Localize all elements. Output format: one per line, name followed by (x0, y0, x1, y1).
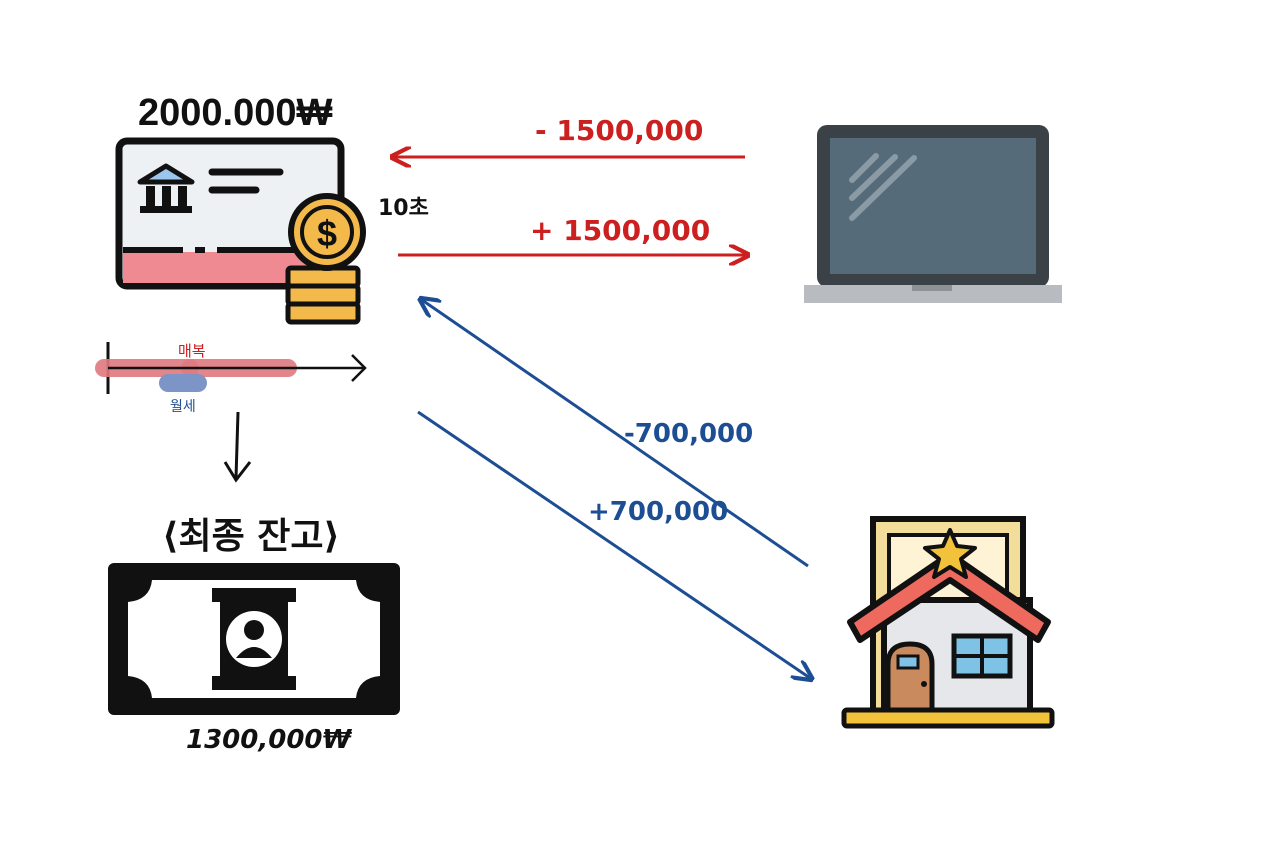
flow-laptop-out: - 1500,000 (535, 114, 703, 147)
timeline (95, 342, 367, 394)
svg-text:$: $ (317, 213, 337, 254)
flow-laptop-in: + 1500,000 (530, 214, 710, 247)
house-icon (841, 516, 1055, 729)
flow-house-out: -700,000 (624, 419, 753, 449)
laptop-icon (804, 125, 1062, 303)
timeline-blue-label: 월세 (170, 399, 196, 415)
arrow-house-to-card (422, 300, 809, 568)
arrow-card-to-house (417, 410, 810, 678)
coin-stack-icon: $ (285, 193, 366, 325)
flow-house-in: +700,000 (588, 497, 728, 527)
final-balance-amount: 1300,000₩ (186, 725, 353, 755)
time-label: 10초 (378, 196, 429, 221)
timeline-red-label: 매복 (178, 342, 206, 360)
banknote-icon (108, 563, 400, 715)
final-balance-title: ⟨최종 잔고⟩ (162, 516, 340, 557)
initial-balance: 2000.000₩ (138, 92, 332, 134)
down-arrow (223, 411, 252, 483)
